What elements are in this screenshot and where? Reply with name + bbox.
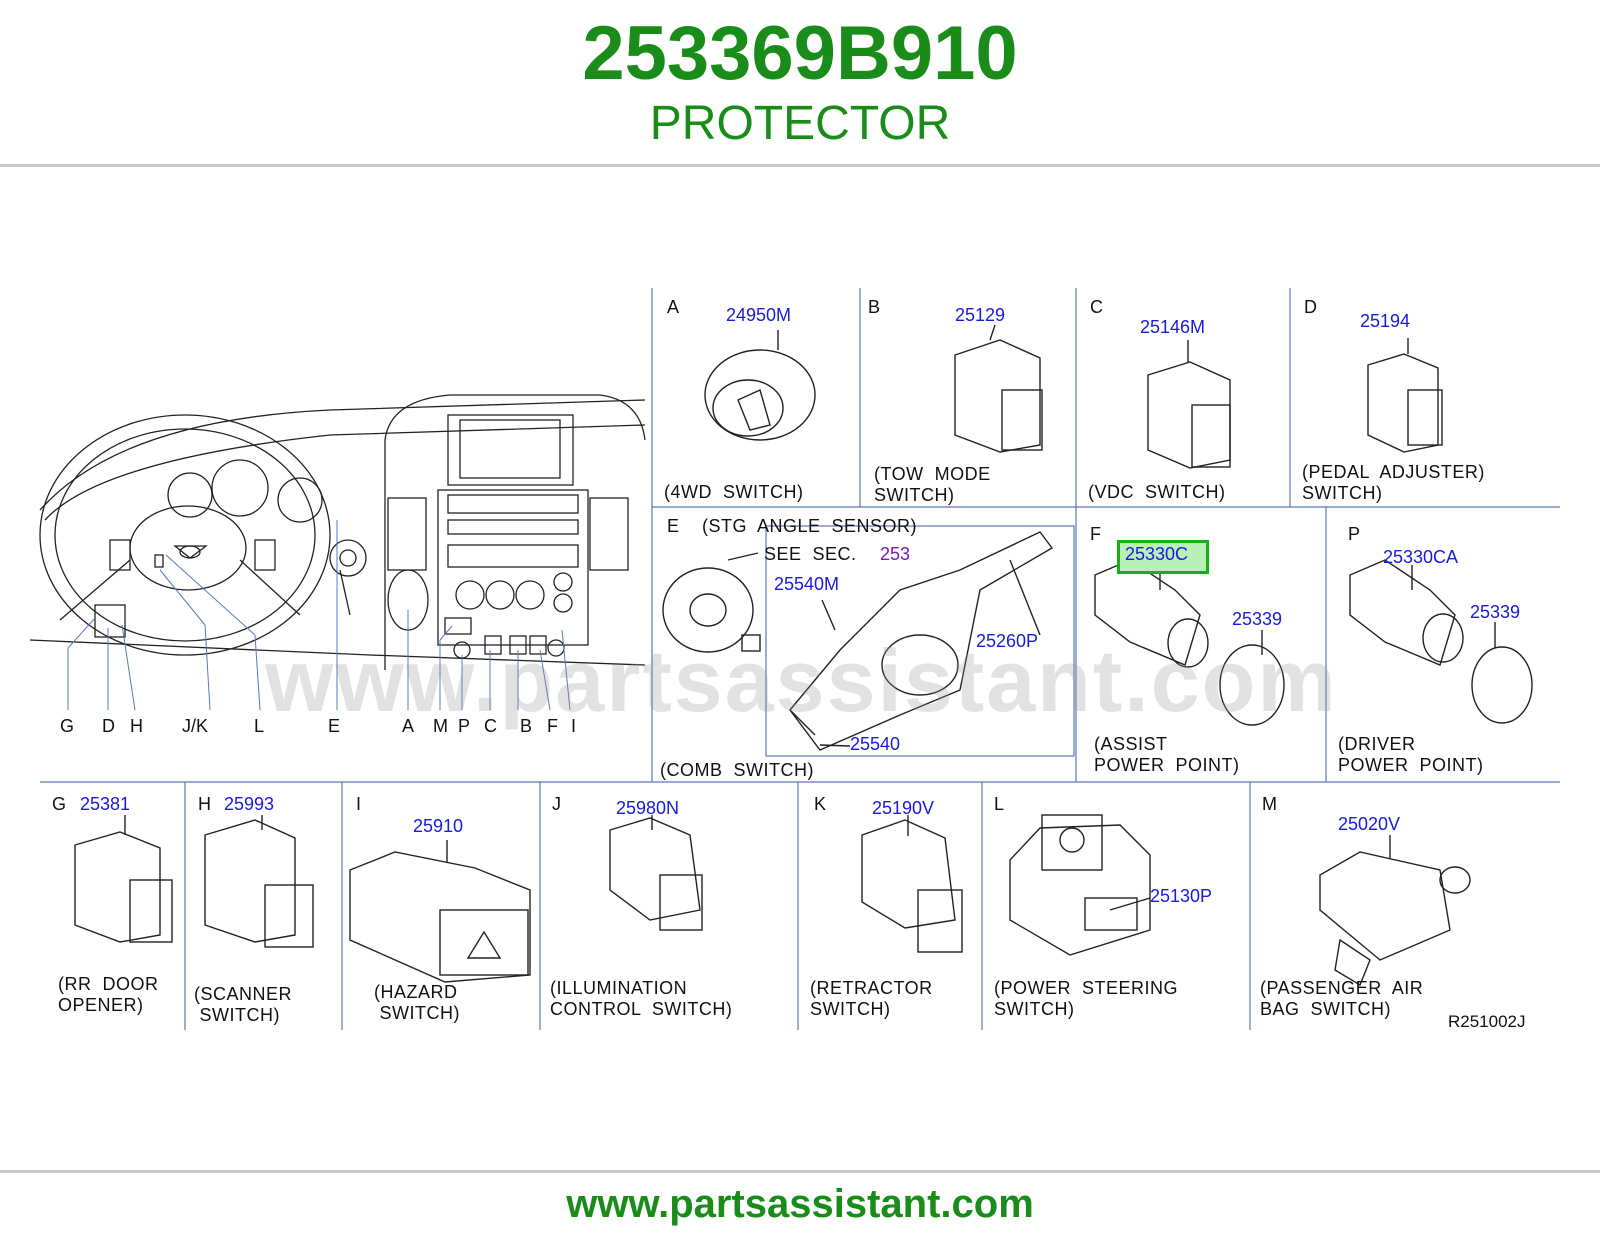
section-i-caption: (HAZARD SWITCH): [374, 982, 460, 1023]
section-k-part-number[interactable]: 25190V: [872, 798, 935, 818]
overview-letter-c: C: [484, 716, 497, 736]
section-m-letter: M: [1262, 794, 1277, 814]
section-b-part-number[interactable]: 25129: [955, 305, 1006, 325]
section-a-caption: (4WD SWITCH): [664, 482, 804, 502]
overview-letter-m: M: [433, 716, 448, 736]
overview-letter-a: A: [402, 716, 415, 736]
section-g-part-number[interactable]: 25381: [80, 794, 131, 814]
section-h-part-number[interactable]: 25993: [224, 794, 275, 814]
overview-letter-f: F: [547, 716, 558, 736]
footer-url-link[interactable]: www.partsassistant.com: [566, 1182, 1034, 1226]
section-e-see-sec: SEE SEC.: [764, 544, 857, 564]
section-m-caption: (PASSENGER AIR BAG SWITCH): [1260, 978, 1424, 1019]
section-e-comb-part-number-2[interactable]: 25540: [850, 734, 901, 754]
section-l-letter: L: [994, 794, 1005, 814]
section-e-comb-part-number[interactable]: 25260P: [976, 631, 1039, 651]
section-c-part-number[interactable]: 25146M: [1140, 317, 1206, 337]
section-e-caption: (COMB SWITCH): [660, 760, 814, 780]
panel-grid-lines: [40, 288, 1560, 1030]
section-g-caption: (RR DOOR OPENER): [58, 974, 159, 1015]
section-j-part-number[interactable]: 25980N: [616, 798, 680, 818]
section-d-letter: D: [1304, 297, 1317, 317]
section-i-part-number[interactable]: 25910: [413, 816, 464, 836]
section-d-part-number[interactable]: 25194: [1360, 311, 1411, 331]
overview-letter-e: E: [328, 716, 341, 736]
overview-letter-i: I: [571, 716, 577, 736]
parts-diagram: www.partsassistant.com G D H J/K L E A M…: [0, 270, 1600, 1050]
section-i-letter: I: [356, 794, 362, 814]
overview-letter-d: D: [102, 716, 115, 736]
watermark-text: www.partsassistant.com: [265, 631, 1338, 730]
section-k-letter: K: [814, 794, 827, 814]
overview-letter-b: B: [520, 716, 533, 736]
highlighted-part-box: [1117, 540, 1209, 574]
section-j-letter: J: [552, 794, 561, 814]
section-l-caption: (POWER STEERING SWITCH): [994, 978, 1179, 1019]
section-f-part-number[interactable]: 25339: [1232, 609, 1283, 629]
part-number-title: 253369B910: [582, 11, 1018, 96]
section-e-sensor-part-number[interactable]: 25540M: [774, 574, 840, 594]
dashboard-overview-drawing: [29, 394, 646, 670]
section-a-part-number[interactable]: 24950M: [726, 305, 792, 325]
section-f-caption: (ASSIST POWER POINT): [1094, 734, 1240, 775]
section-m-part-number[interactable]: 25020V: [1338, 814, 1401, 834]
section-e-title: (STG ANGLE SENSOR): [702, 516, 918, 536]
overview-letter-h: H: [130, 716, 143, 736]
section-h-caption: (SCANNER SWITCH): [194, 984, 293, 1025]
overview-letter-g: G: [60, 716, 75, 736]
section-a-letter: A: [667, 297, 680, 317]
section-p-part-number-2[interactable]: 25339: [1470, 602, 1521, 622]
overview-leader-lines: [67, 520, 571, 711]
section-p-part-number[interactable]: 25330CA: [1383, 547, 1459, 567]
section-j-caption: (ILLUMINATION CONTROL SWITCH): [550, 978, 733, 1019]
footer-divider: [0, 1170, 1600, 1173]
section-e-letter: E: [667, 516, 680, 536]
header: 253369B910 PROTECTOR: [0, 0, 1600, 168]
overview-letter-jk: J/K: [182, 716, 209, 736]
section-c-caption: (VDC SWITCH): [1088, 482, 1226, 502]
header-divider: [0, 164, 1600, 167]
section-p-caption: (DRIVER POWER POINT): [1338, 734, 1484, 775]
section-h-letter: H: [198, 794, 211, 814]
section-c-letter: C: [1090, 297, 1103, 317]
overview-letter-p: P: [458, 716, 471, 736]
section-f-highlighted-part-number[interactable]: 25330C: [1125, 544, 1189, 564]
section-f-letter: F: [1090, 524, 1101, 544]
section-l-part-number[interactable]: 25130P: [1150, 886, 1213, 906]
diagram-reference-code: R251002J: [1448, 1012, 1526, 1031]
section-k-caption: (RETRACTOR SWITCH): [810, 978, 933, 1019]
overview-letter-l: L: [254, 716, 265, 736]
diagram-drawing: [29, 288, 1560, 1030]
part-name-subtitle: PROTECTOR: [649, 97, 951, 150]
section-p-letter: P: [1348, 524, 1361, 544]
section-e-see-sec-link[interactable]: 253: [880, 544, 911, 564]
section-b-caption: (TOW MODE SWITCH): [874, 464, 991, 505]
section-b-letter: B: [868, 297, 881, 317]
component-illustrations: [74, 324, 1533, 987]
section-d-caption: (PEDAL ADJUSTER) SWITCH): [1302, 462, 1485, 503]
section-g-letter: G: [52, 794, 67, 814]
